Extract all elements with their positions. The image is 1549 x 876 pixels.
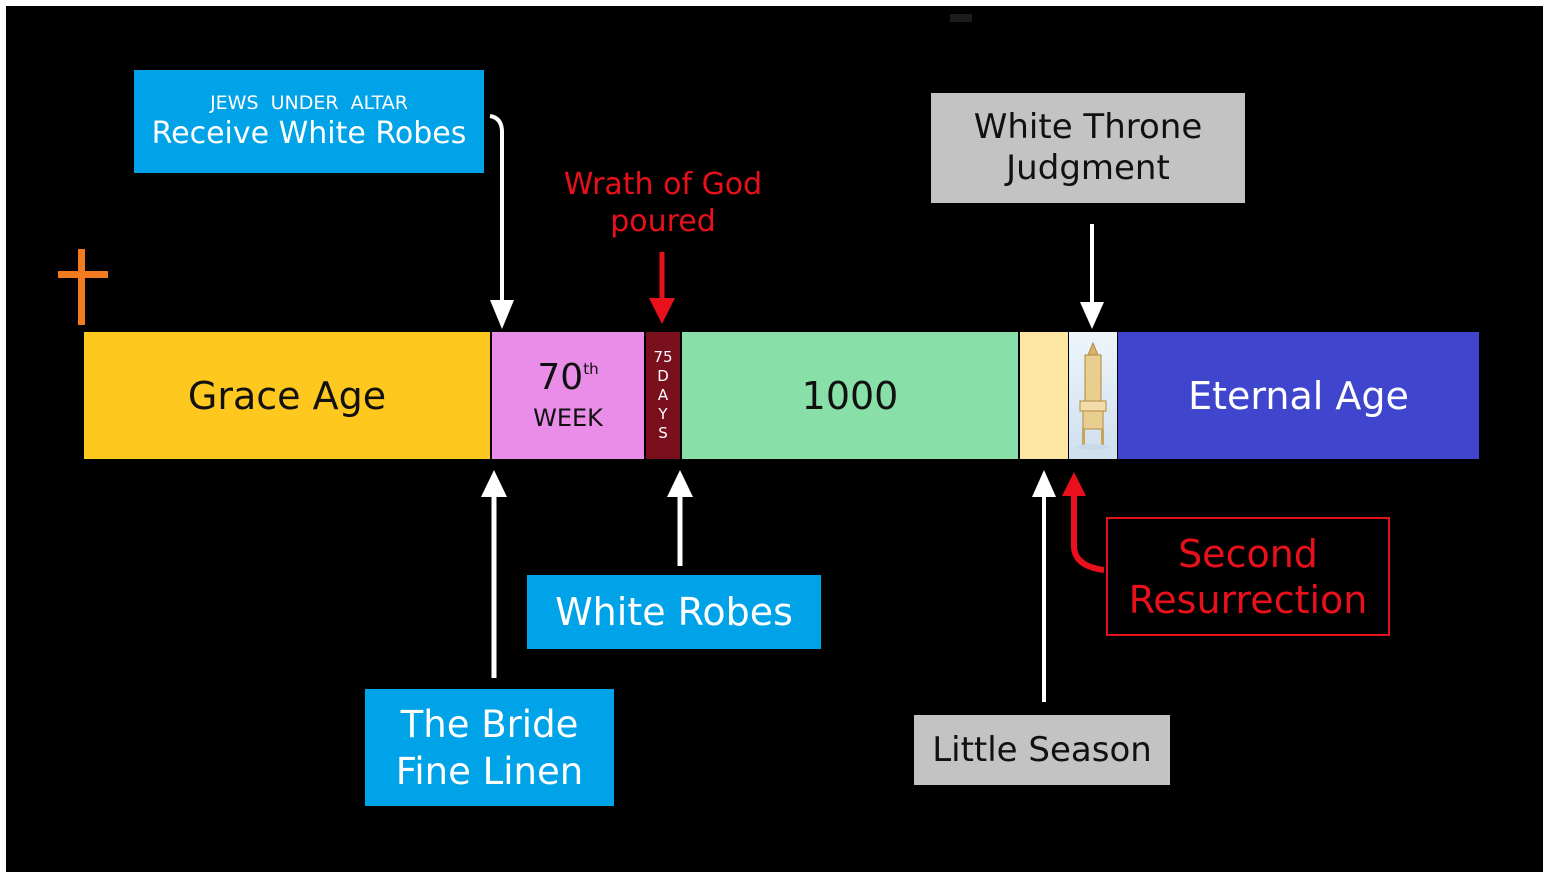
- days-char: 75: [653, 348, 673, 366]
- throne-label-line1: White Throne: [973, 107, 1203, 147]
- bride-label-line1: The Bride: [400, 702, 579, 746]
- altar-arrow-head: [490, 300, 514, 329]
- white-robes-label: White Robes: [555, 590, 793, 634]
- cross-icon: [58, 249, 108, 325]
- diagram-canvas: Grace Age 70th WEEK 75 D A Y S 1000 Eter…: [6, 6, 1543, 872]
- altar-robes-box: JEWS UNDER ALTAR Receive White Robes: [134, 70, 484, 173]
- segment-eternal-age: Eternal Age: [1118, 332, 1479, 459]
- altar-label-line1: JEWS UNDER ALTAR: [210, 92, 408, 114]
- throne-label-line2: Judgment: [1006, 148, 1170, 188]
- millennium-label: 1000: [801, 373, 899, 418]
- segment-millennium: 1000: [682, 332, 1018, 459]
- eternal-age-label: Eternal Age: [1188, 373, 1409, 418]
- white-robes-box: White Robes: [527, 575, 821, 649]
- altar-label-line2: Receive White Robes: [151, 116, 467, 151]
- wrath-label: Wrath of God poured: [536, 164, 790, 242]
- segment-grace-age: Grace Age: [84, 332, 490, 459]
- throne-arrow-head: [1080, 302, 1104, 329]
- week-number-label: 70th: [537, 356, 599, 398]
- wrath-label-line1: Wrath of God: [563, 167, 763, 202]
- altar-arrow: [489, 114, 504, 302]
- wrath-arrow-head: [649, 298, 675, 324]
- second-resurrection-line1: Second: [1178, 531, 1318, 576]
- little-season-arrow-head: [1032, 470, 1056, 497]
- segment-75-days: 75 D A Y S: [646, 332, 680, 459]
- segment-little-season: [1020, 332, 1068, 459]
- grace-age-label: Grace Age: [187, 373, 387, 418]
- wrath-label-line2: poured: [610, 204, 716, 239]
- top-mark: [950, 14, 972, 22]
- arrows-layer: [481, 114, 1105, 702]
- bride-label-line2: Fine Linen: [395, 749, 584, 793]
- days-char: A: [657, 386, 669, 404]
- week-label: WEEK: [533, 403, 603, 432]
- days-char: S: [658, 424, 668, 442]
- bride-arrow-head: [481, 470, 507, 497]
- little-season-box: Little Season: [914, 715, 1170, 785]
- second-resurrection-arrow-head: [1062, 472, 1086, 496]
- days-char: D: [657, 367, 669, 385]
- second-resurrection-arrow: [1071, 492, 1105, 573]
- segment-white-throne: [1069, 332, 1117, 459]
- throne-icon: [1077, 341, 1109, 450]
- segment-70th-week: 70th WEEK: [492, 332, 644, 459]
- second-resurrection-line2: Resurrection: [1128, 577, 1368, 622]
- white-throne-judgment-box: White Throne Judgment: [931, 93, 1245, 203]
- little-season-label: Little Season: [932, 730, 1152, 770]
- white-robes-arrow-head: [667, 470, 693, 497]
- days-char: Y: [658, 405, 668, 423]
- second-resurrection-box: Second Resurrection: [1106, 517, 1390, 636]
- bride-fine-linen-box: The Bride Fine Linen: [365, 689, 614, 806]
